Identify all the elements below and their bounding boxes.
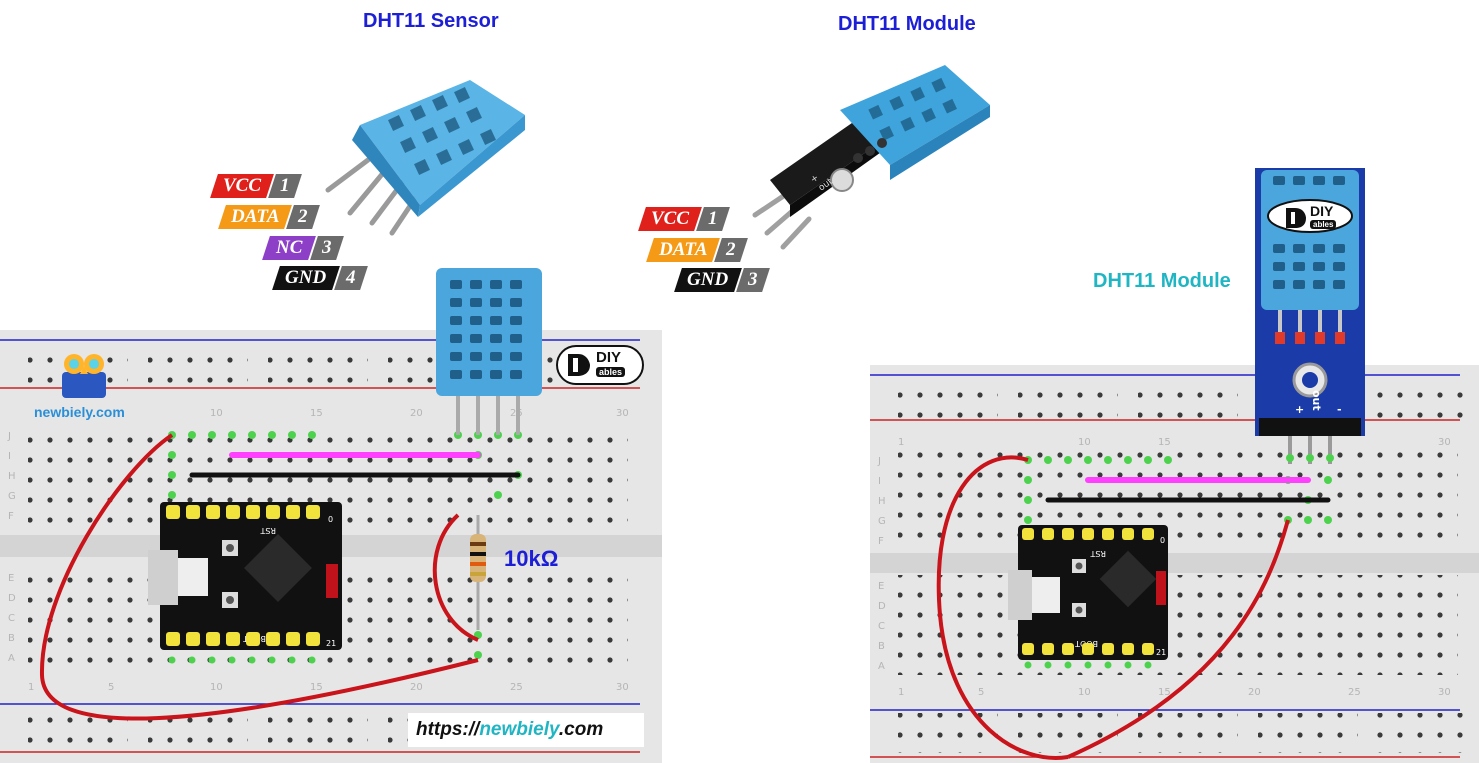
- r-col-num-15-bottom: 15: [1158, 687, 1171, 698]
- r-row-b: B: [878, 641, 885, 652]
- newbiely-logo: newbiely.com: [30, 350, 140, 420]
- left-board-21: 21: [326, 639, 336, 648]
- col-num-5-bottom: 5: [108, 682, 114, 693]
- row-j-left: J: [7, 431, 11, 442]
- sensor-pin-1: 1: [268, 174, 302, 198]
- left-board-zero: 0: [328, 515, 333, 524]
- right-dht11-module: + out -: [1255, 168, 1365, 464]
- left-dht11-body: [436, 268, 542, 396]
- sensor-pin-gnd: GND: [272, 266, 340, 290]
- right-module-silk-out: out: [1310, 390, 1323, 411]
- row-h-left: H: [8, 471, 16, 482]
- url-domain: newbiely: [479, 719, 559, 740]
- module-pin-vcc: VCC: [638, 207, 702, 231]
- col-num-15-top: 15: [310, 408, 323, 419]
- r-col-num-30-bottom: 30: [1438, 687, 1451, 698]
- r-col-num-30-top: 30: [1438, 437, 1451, 448]
- newbiely-logo-text: newbiely.com: [34, 404, 125, 420]
- row-i-left: I: [8, 451, 11, 462]
- url-prefix: https://: [416, 719, 480, 740]
- row-e-left: E: [8, 573, 14, 584]
- r-row-a: A: [878, 661, 885, 672]
- diyables-logo-right: DIY ables: [1268, 202, 1352, 234]
- module-silk-plus: +: [809, 173, 821, 186]
- col-num-25-bottom: 25: [510, 682, 523, 693]
- diyables-logo-ables: ables: [596, 367, 626, 377]
- sensor-pin-nc: NC: [262, 236, 316, 260]
- right-board-zero: 0: [1160, 536, 1165, 545]
- sensor-pin-2: 2: [286, 205, 320, 229]
- row-f-left: F: [8, 511, 14, 522]
- r-row-g: G: [878, 516, 886, 527]
- diyables-logo-diy: DIY: [596, 349, 622, 366]
- r-col-num-5-bottom: 5: [978, 687, 984, 698]
- row-a-left: A: [8, 653, 15, 664]
- module-pin-1: 1: [696, 207, 730, 231]
- dht11-sensor-image: [325, 80, 525, 236]
- r-col-num-20-bottom: 20: [1248, 687, 1261, 698]
- dht11-module-image: + out: [752, 65, 990, 250]
- sensor-pin-data: DATA: [218, 205, 292, 229]
- col-num-20-bottom: 20: [410, 682, 423, 693]
- url-suffix: .com: [558, 719, 604, 740]
- row-b-left: B: [8, 633, 15, 644]
- col-num-1-bottom: 1: [28, 682, 34, 693]
- right-breadboard: 1 10 15 30 1 5 10 15 20 25 30 J I H G F …: [870, 365, 1479, 763]
- r-row-i: I: [878, 476, 881, 487]
- diyables-logo-left: DIY ables: [556, 345, 644, 385]
- col-num-30-top: 30: [616, 408, 629, 419]
- site-url[interactable]: https://newbiely.com: [408, 713, 644, 747]
- right-module-silk-plus: +: [1295, 403, 1304, 416]
- left-board-rst: RST: [260, 526, 276, 535]
- module-pin-gnd: GND: [674, 268, 742, 292]
- r-row-e: E: [878, 581, 884, 592]
- r-col-num-1-top: 1: [898, 437, 904, 448]
- r-col-num-1-bottom: 1: [898, 687, 904, 698]
- col-num-20-top: 20: [410, 408, 423, 419]
- sensor-pin-vcc: VCC: [210, 174, 274, 198]
- left-breadboard: 10 15 20 25 30 1 5 10 15 20 25 30 J I H …: [0, 330, 662, 763]
- r-row-j: J: [877, 456, 881, 467]
- module-pin-data: DATA: [646, 238, 720, 262]
- col-num-10-top: 10: [210, 408, 223, 419]
- r-col-num-25-bottom: 25: [1348, 687, 1361, 698]
- right-module-silk-minus: -: [1337, 403, 1342, 416]
- sensor-pin-4: 4: [334, 266, 368, 290]
- r-col-num-10-bottom: 10: [1078, 687, 1091, 698]
- sensor-pin-3: 3: [310, 236, 344, 260]
- right-board-21: 21: [1156, 648, 1166, 657]
- module-right-title: DHT11 Module: [1093, 270, 1231, 292]
- r-col-num-15-top: 15: [1158, 437, 1171, 448]
- row-g-left: G: [8, 491, 16, 502]
- r-row-d: D: [878, 601, 886, 612]
- owl-icon: [62, 354, 106, 398]
- module-pin-3: 3: [736, 268, 770, 292]
- r-col-num-10-top: 10: [1078, 437, 1091, 448]
- right-board-rst: RST: [1090, 549, 1106, 558]
- diyables-logo-icon: [568, 354, 590, 376]
- diyables-logo-right-icon: [1286, 208, 1306, 228]
- module-pin-2: 2: [714, 238, 748, 262]
- module-title: DHT11 Module: [838, 13, 976, 35]
- row-d-left: D: [8, 593, 16, 604]
- col-num-30-bottom: 30: [616, 682, 629, 693]
- col-num-10-bottom: 10: [210, 682, 223, 693]
- col-num-15-bottom: 15: [310, 682, 323, 693]
- r-row-h: H: [878, 496, 886, 507]
- r-row-f: F: [878, 536, 884, 547]
- sensor-title: DHT11 Sensor: [363, 10, 499, 32]
- row-c-left: C: [8, 613, 15, 624]
- r-row-c: C: [878, 621, 885, 632]
- diyables-logo-right-diy: DIY: [1310, 203, 1334, 219]
- resistor-label: 10kΩ: [504, 546, 559, 571]
- diyables-logo-right-ables: ables: [1310, 220, 1337, 229]
